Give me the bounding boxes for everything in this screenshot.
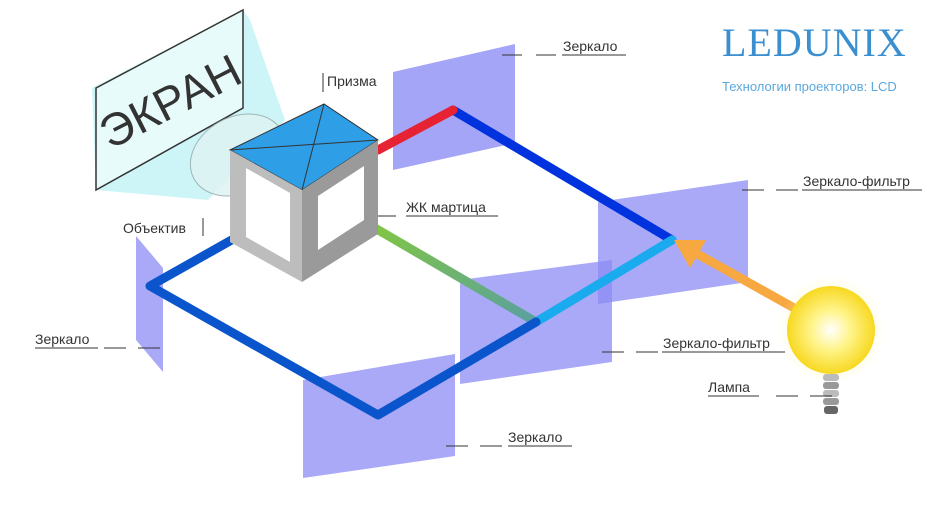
prism-side-window: [318, 166, 364, 250]
label-leaders: [35, 54, 922, 447]
objective-label: Объектив: [123, 220, 186, 236]
mirror-left-label: Зеркало: [35, 331, 90, 347]
ledunix-logo: LEDUNIX Технологии проекторов: LCD: [722, 20, 907, 94]
beam-blue-top: [448, 105, 677, 245]
lamp-bulb-icon: [787, 286, 875, 374]
lamp-label: Лампа: [708, 379, 750, 395]
logo-subtitle: Технологии проекторов: LCD: [722, 79, 897, 94]
prism-front-window: [246, 168, 290, 262]
filter-top-label: Зеркало-фильтр: [803, 173, 910, 189]
beam-arrow-icon: [674, 240, 706, 268]
mirror-bottom-label: Зеркало: [508, 429, 563, 445]
logo-name: LEDUNIX: [722, 20, 907, 65]
filter-bottom-label: Зеркало-фильтр: [663, 335, 770, 351]
beam-blue-bottom: [145, 219, 541, 420]
prism-cube: [228, 103, 379, 282]
beam-cyan: [531, 235, 677, 327]
beam-red: [373, 105, 458, 155]
prism-label: Призма: [327, 73, 377, 89]
lamp-base-icon: [823, 374, 839, 414]
mirror-top-label: Зеркало: [563, 38, 618, 54]
lcd-matrix-label: ЖК мартица: [406, 199, 486, 215]
projection-screen: [95, 8, 244, 192]
mirror-left: [136, 236, 163, 372]
